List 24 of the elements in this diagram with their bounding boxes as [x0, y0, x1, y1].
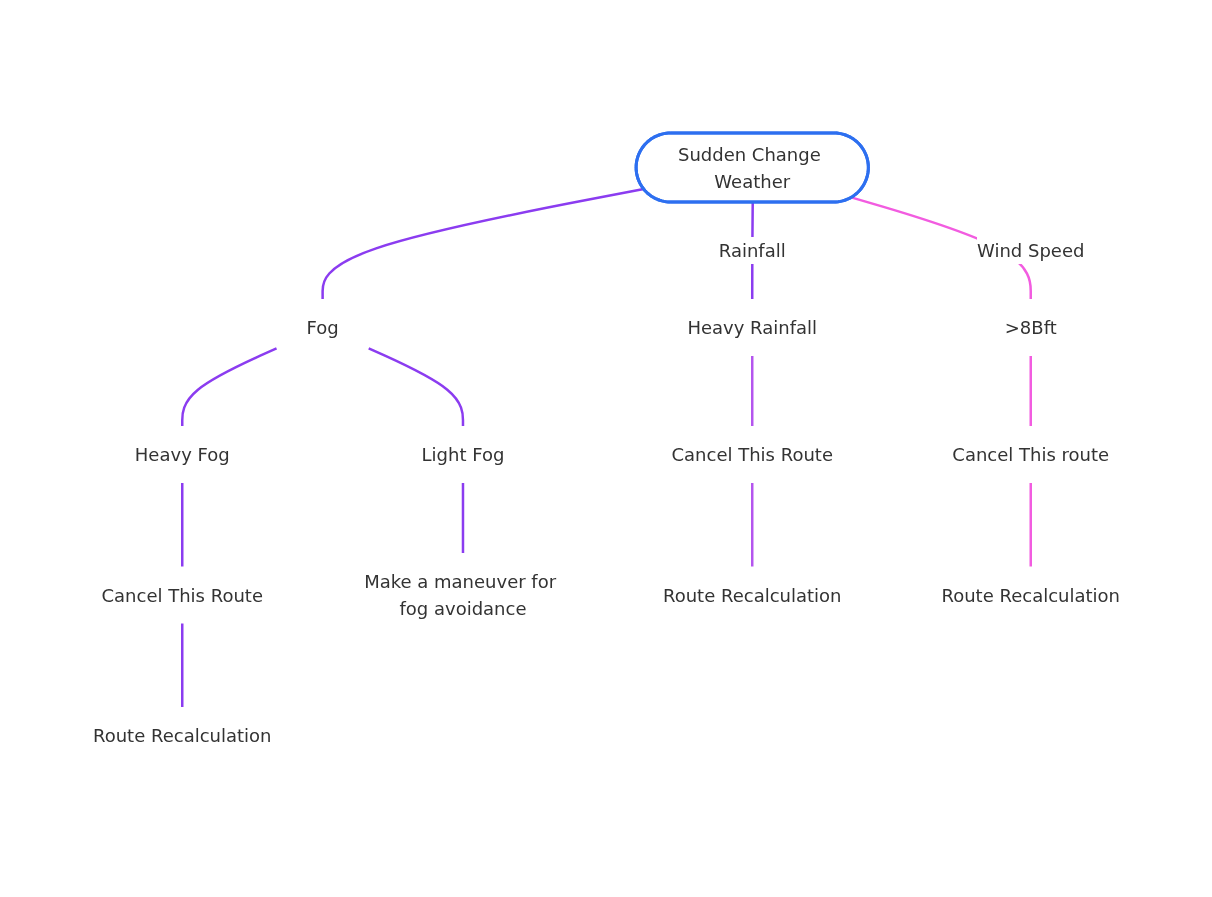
- node-text: Heavy Fog: [134, 444, 230, 465]
- node-text: Fog: [306, 317, 339, 338]
- node-text: Make a maneuver for fog avoidance: [363, 571, 556, 619]
- connector: [1029, 356, 1032, 426]
- connector: [750, 356, 753, 426]
- edge-label: Wind Speed: [976, 240, 1084, 261]
- node-text: Route Recalculation: [662, 584, 841, 606]
- connector: [367, 347, 464, 426]
- node-text: Cancel This Route: [671, 444, 833, 465]
- node-text: Cancel This route: [951, 444, 1109, 465]
- connector: [750, 483, 753, 567]
- connector: [180, 623, 183, 707]
- node-text: Cancel This Route: [101, 584, 263, 606]
- node-text: Light Fog: [421, 444, 504, 465]
- connector: [461, 483, 464, 553]
- connector: [180, 347, 277, 426]
- connector: [180, 483, 183, 567]
- node-text: Heavy Rainfall: [686, 317, 817, 338]
- connector: [320, 187, 644, 299]
- node-text: >8Bft: [1004, 317, 1057, 338]
- edge-label: Rainfall: [718, 240, 786, 261]
- node-text: Route Recalculation: [940, 584, 1120, 606]
- node-text: Route Recalculation: [92, 725, 271, 746]
- connector: [1029, 483, 1032, 567]
